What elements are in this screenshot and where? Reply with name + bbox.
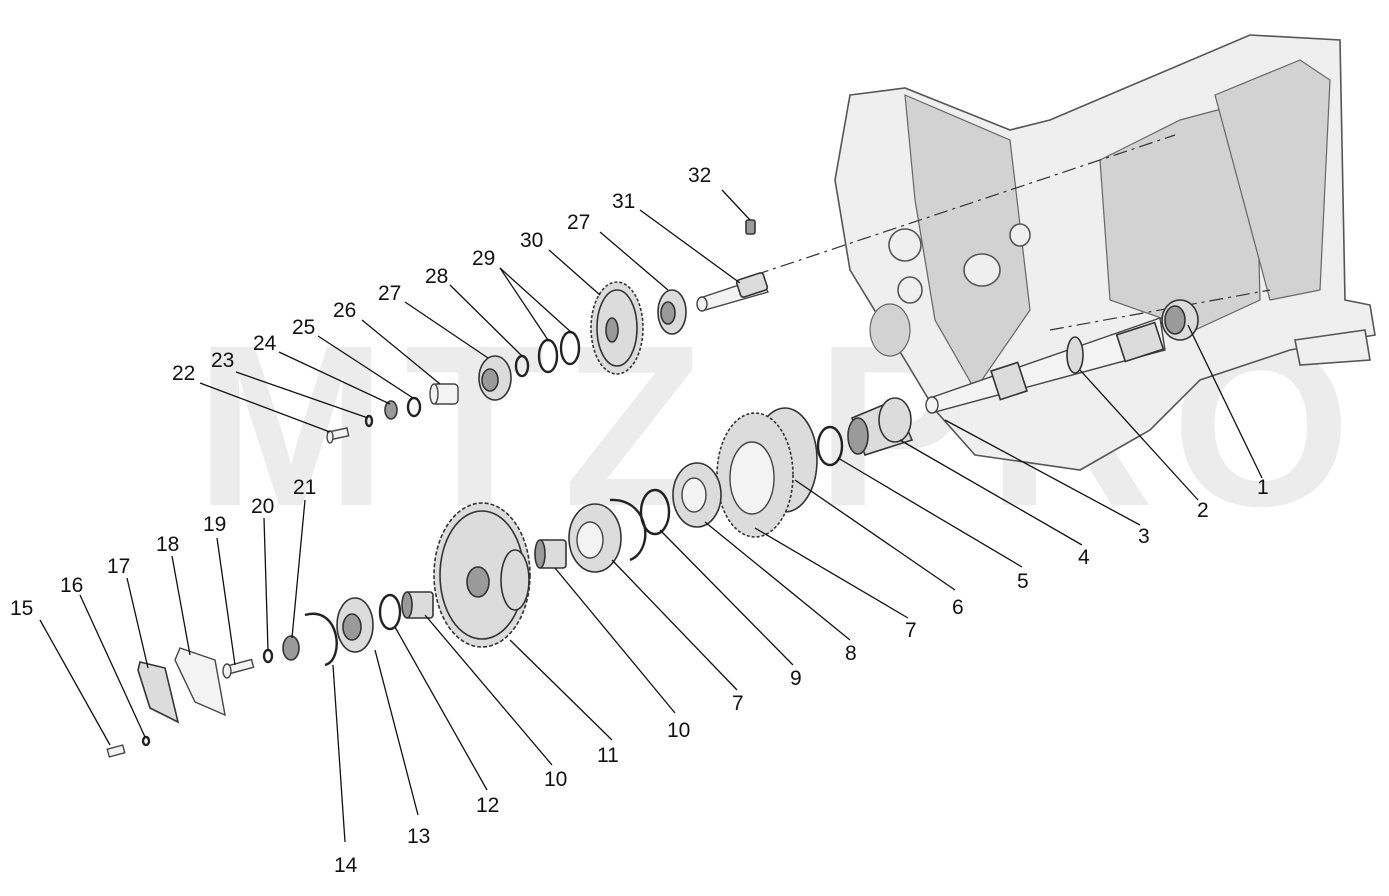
washer-20: [262, 648, 274, 664]
leader-lines: [39, 189, 1263, 843]
bolt-19: [222, 658, 255, 679]
callout-10b: 10: [544, 768, 567, 791]
gear-11: [433, 502, 531, 648]
callout-24: 24: [253, 332, 277, 355]
callout-28: 28: [425, 265, 448, 288]
callout-6: 6: [952, 596, 964, 619]
callout-26: 26: [333, 299, 356, 322]
callout-27b: 27: [567, 211, 590, 234]
callout-23: 23: [211, 349, 234, 372]
callout-20: 20: [251, 495, 274, 518]
callout-21: 21: [293, 476, 316, 499]
callout-3: 3: [1138, 525, 1150, 548]
gear-6: [716, 407, 818, 538]
callout-5: 5: [1017, 570, 1029, 593]
bearing-13: [336, 597, 374, 653]
upper-axis-line: [754, 134, 1176, 276]
callout-17: 17: [107, 555, 130, 578]
callout-27a: 27: [378, 282, 401, 305]
snap-ring-14: [304, 612, 338, 667]
bolt-22: [326, 427, 350, 444]
bushing-26: [429, 383, 459, 405]
lower-axis-line: [1049, 289, 1271, 331]
callout-32: 32: [688, 164, 711, 187]
snap-ring-9: [609, 498, 647, 562]
callout-29: 29: [472, 247, 495, 270]
callout-10a: 10: [667, 719, 690, 742]
shaft-assembly: [925, 299, 1199, 414]
needle-bearing-10-upper: [534, 539, 567, 569]
transmission-housing: [834, 34, 1376, 471]
callout-8: 8: [845, 642, 857, 665]
callout-25: 25: [292, 316, 315, 339]
coupling-sleeve: [847, 397, 914, 456]
callout-30: 30: [520, 229, 543, 252]
callout-labels: 1 2 3 4 5 6 7 8 9 7 10 11 10 12 13 14 15…: [10, 164, 1269, 877]
nut-21: [282, 635, 300, 661]
bearing-7-lower: [568, 503, 622, 573]
retaining-ring-5: [816, 425, 844, 467]
callout-2: 2: [1197, 499, 1209, 522]
washer-16: [141, 735, 151, 747]
callout-13: 13: [407, 825, 430, 848]
callout-15: 15: [10, 597, 33, 620]
shaft-31: [696, 272, 770, 312]
callout-19: 19: [203, 513, 226, 536]
callout-1: 1: [1257, 476, 1269, 499]
callout-12: 12: [476, 794, 499, 817]
callout-14: 14: [334, 854, 358, 877]
ring-25: [406, 396, 422, 418]
callout-4: 4: [1078, 546, 1090, 569]
washer-24: [384, 400, 398, 420]
callout-22: 22: [172, 362, 195, 385]
gasket-18: [174, 647, 226, 717]
bearing-27-upper: [657, 289, 687, 335]
washer-23: [364, 414, 374, 428]
gear-30: [590, 281, 644, 375]
cover-17: [137, 661, 180, 724]
needle-bearing-10-lower: [401, 591, 434, 619]
ring-12: [378, 593, 402, 631]
callout-31: 31: [612, 190, 635, 213]
callout-16: 16: [60, 574, 83, 597]
screw-15: [106, 744, 126, 758]
bearing-7-upper: [672, 462, 722, 528]
ring-8: [639, 488, 671, 536]
pin-32: [745, 219, 756, 235]
callout-7b: 7: [732, 692, 744, 715]
callout-18: 18: [156, 533, 179, 556]
callout-9: 9: [790, 667, 802, 690]
callout-11: 11: [597, 744, 619, 767]
callout-7a: 7: [905, 619, 917, 642]
bearing-27-lower: [478, 355, 512, 401]
